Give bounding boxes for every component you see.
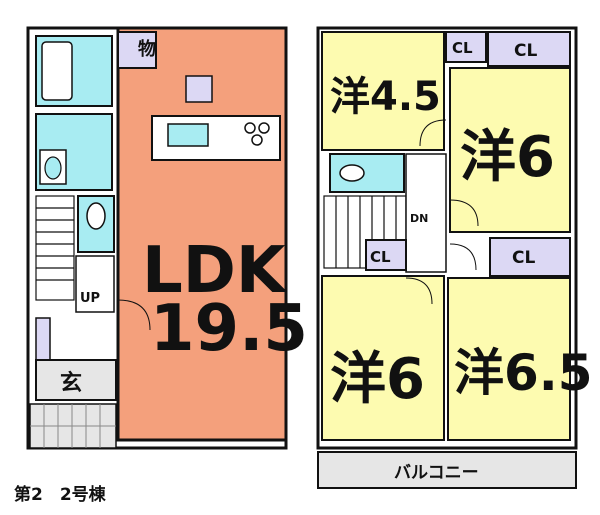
fridge	[185, 75, 213, 103]
stairs-floor-1	[35, 195, 75, 301]
balcony	[317, 451, 577, 489]
stove-burner	[244, 122, 256, 134]
balcony-label: バルコニー	[394, 463, 479, 483]
hallway	[405, 153, 447, 273]
closet	[489, 237, 571, 277]
closet	[445, 31, 487, 63]
shoe-cabinet	[35, 317, 51, 361]
closet-label: CL	[512, 248, 535, 268]
room-label-6-5: 洋6.5	[454, 344, 593, 402]
basin-bowl	[44, 156, 62, 180]
ldk-area-label: 19.5	[150, 292, 308, 366]
porch-tiles	[30, 404, 116, 448]
closet	[487, 31, 571, 67]
closet-label: CL	[452, 39, 473, 57]
hall	[75, 255, 115, 313]
floor-1: 物 LDK 19.5 玄 UP	[26, 26, 308, 450]
closet	[365, 239, 407, 271]
ldk-label: LDK	[142, 234, 288, 308]
room-label-6-upper: 洋6	[460, 125, 555, 190]
western-room-6-5	[447, 277, 571, 441]
closet-label: CL	[370, 248, 391, 266]
entrance	[35, 359, 117, 401]
floor-2: 洋4.5 洋6 洋6 洋6.5 CL CL CL CL DN バルコニー	[316, 26, 593, 489]
door-swing	[117, 299, 151, 331]
western-room-6-upper	[449, 67, 571, 233]
stairs-down-label: DN	[410, 212, 428, 225]
closet-label: CL	[514, 41, 537, 61]
stove-burner	[251, 134, 263, 146]
toilet	[339, 164, 365, 182]
toilet	[86, 202, 106, 230]
building-caption: 第2 2号棟	[14, 485, 106, 505]
door-swing	[449, 243, 477, 271]
door-swing	[405, 277, 433, 305]
stove-burner	[258, 122, 270, 134]
storage-label: 物	[138, 38, 156, 60]
storage-room	[117, 31, 157, 69]
door-swing	[449, 199, 479, 227]
room-label-4-5: 洋4.5	[330, 74, 441, 120]
room-label-6-lower: 洋6	[330, 347, 425, 412]
bathtub	[41, 41, 73, 101]
entrance-label: 玄	[60, 370, 82, 396]
stairs-up-label: UP	[80, 291, 100, 306]
kitchen-sink	[167, 123, 209, 147]
door-swing	[419, 119, 447, 147]
western-room-6-lower	[321, 275, 445, 441]
